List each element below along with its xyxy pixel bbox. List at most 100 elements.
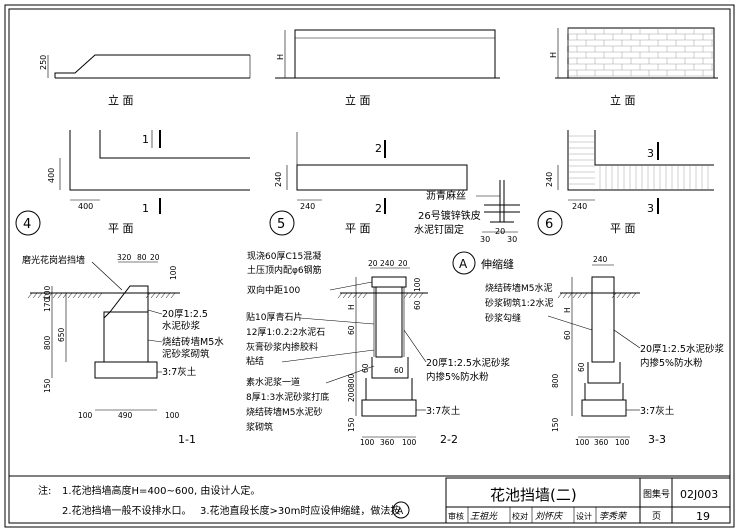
brick-pattern — [567, 28, 714, 77]
dim-20b: 20 — [398, 259, 408, 268]
hatch-stroke — [413, 292, 419, 299]
dim-200: 200 — [347, 387, 356, 402]
plan-outer — [69, 130, 250, 191]
hatch-stroke — [160, 292, 166, 299]
note-right-1: 20厚1:2.5水泥砂浆 — [426, 357, 510, 369]
hatch-stroke — [557, 292, 563, 299]
dim-650: 650 — [57, 327, 66, 342]
hatch-stroke — [408, 292, 414, 299]
note-brick-1: 烧结砖墙M5水泥 — [485, 282, 553, 294]
detail-letter: A — [459, 257, 468, 271]
design-signature: 李秀荣 — [599, 511, 628, 522]
view-number-circle — [537, 210, 563, 236]
wall-elevation — [54, 54, 250, 78]
dim-w-text: 400 — [78, 202, 93, 211]
dim-150: 150 — [43, 378, 52, 393]
ground-hatch — [557, 292, 637, 299]
section-title: 2-2 — [440, 433, 458, 446]
dim-800: 800 — [551, 373, 560, 388]
note-mortar-2: 水泥砂浆 — [162, 320, 201, 332]
title-block: 花池挡墙(二) 图集号 02J003 审核 王祖光 校对 刘怀庆 设计 李秀荣 … — [445, 477, 731, 524]
dim-r1: 100 — [413, 277, 422, 292]
hatch-stroke — [62, 292, 68, 299]
joint-detail: 沥青麻丝 26号镀锌铁皮 水泥钉固定 30 30 20 A 伸缩缝 — [414, 180, 520, 275]
dim-right: 100 — [169, 265, 178, 280]
dim-h-text: H — [276, 54, 285, 60]
note-slurry-1: 素水泥浆一道 — [246, 376, 300, 388]
hatch-stroke — [357, 292, 363, 299]
hatch-stroke — [362, 292, 368, 299]
dim-b3: 100 — [402, 438, 417, 447]
dim-h: H — [347, 304, 356, 310]
note-right-2: 内掺5%防水粉 — [640, 357, 703, 369]
leader — [613, 329, 641, 349]
footing — [94, 361, 158, 379]
note-tile-1: 贴10厚青石片 — [246, 311, 302, 323]
dim-b1: 100 — [78, 411, 93, 420]
leader — [281, 349, 375, 363]
note-mortar: 20厚1:2.5 — [162, 309, 208, 320]
dim-60b: 60 — [361, 363, 370, 373]
plan-label: 平 面 — [610, 222, 636, 235]
hatch-stroke — [77, 292, 83, 299]
dim-plan-text: 240 — [274, 172, 283, 187]
section-mark-b: 2 — [375, 202, 382, 215]
section-mark: 3 — [647, 147, 654, 160]
section-mark-b: 3 — [647, 202, 654, 215]
dim-b: 30 — [507, 235, 517, 244]
wall — [375, 286, 403, 358]
hatch-stroke — [150, 292, 156, 299]
ground-hatch — [27, 292, 176, 299]
design-label: 设计 — [576, 511, 592, 521]
plan-inner — [99, 130, 250, 159]
plan-label: 平 面 — [108, 222, 134, 235]
leader — [403, 329, 427, 363]
dim-60b: 60 — [577, 362, 586, 372]
dim-60: 60 — [563, 330, 572, 340]
dim-r2: 60 — [413, 300, 422, 310]
note-3: 3.花池直段长度>30m时应设伸缩缝，做法按 — [200, 504, 400, 517]
note-1: 1.花池挡墙高度H=400~600, 由设计人定。 — [62, 484, 260, 497]
brick-wall — [103, 311, 149, 363]
leader — [329, 281, 373, 291]
note-right-1: 20厚1:2.5水泥砂浆 — [640, 343, 724, 355]
dim-170: 170 — [43, 297, 52, 312]
dim-b3: 100 — [165, 411, 180, 420]
dim-800: 800 — [43, 335, 52, 350]
footing — [361, 399, 417, 417]
dim-b1: 100 — [575, 438, 590, 447]
note-concrete-3: 双向中距100 — [247, 284, 300, 296]
note-tile-3: 灰膏砂浆内掺胶料 — [246, 341, 318, 353]
dim-b2: 360 — [594, 438, 609, 447]
atlas-number: 02J003 — [680, 488, 718, 501]
note-slurry-3: 烧结砖墙M5水泥砂 — [246, 406, 323, 418]
hatch-stroke — [47, 292, 53, 299]
plan-wall — [296, 164, 468, 191]
view-6: H 立 面 3 3 240 240 6 平 面 — [537, 27, 718, 236]
elevation-label: 立 面 — [345, 93, 371, 107]
dim-20: 20 — [150, 253, 160, 262]
footing-step — [587, 362, 621, 384]
hatch-stroke — [165, 292, 171, 299]
section-title: 1-1 — [178, 433, 196, 446]
leader — [147, 339, 163, 343]
section-title: 3-3 — [648, 433, 666, 446]
hatch-stroke — [72, 292, 78, 299]
detail-circle — [452, 251, 476, 275]
leader — [299, 317, 375, 325]
dim-20: 20 — [368, 259, 378, 268]
hatch-stroke — [87, 292, 93, 299]
note-concrete-1: 现浇60厚C15混凝 — [247, 250, 321, 262]
plan-inner — [594, 130, 714, 166]
section-1-1: 100 170 650 800 150 320 80 20 100 100 49… — [22, 253, 224, 446]
note-slurry-2: 8厚1:3水泥砂浆打底 — [246, 391, 329, 403]
section-mark-b: 1 — [142, 202, 149, 215]
hatch-stroke — [352, 292, 358, 299]
dim-b1: 100 — [360, 438, 375, 447]
hatch-stroke — [57, 292, 63, 299]
page-label: 页 — [652, 511, 661, 522]
dim-150: 150 — [347, 417, 356, 432]
leader-stone — [91, 261, 123, 291]
brick-wall — [591, 276, 615, 363]
